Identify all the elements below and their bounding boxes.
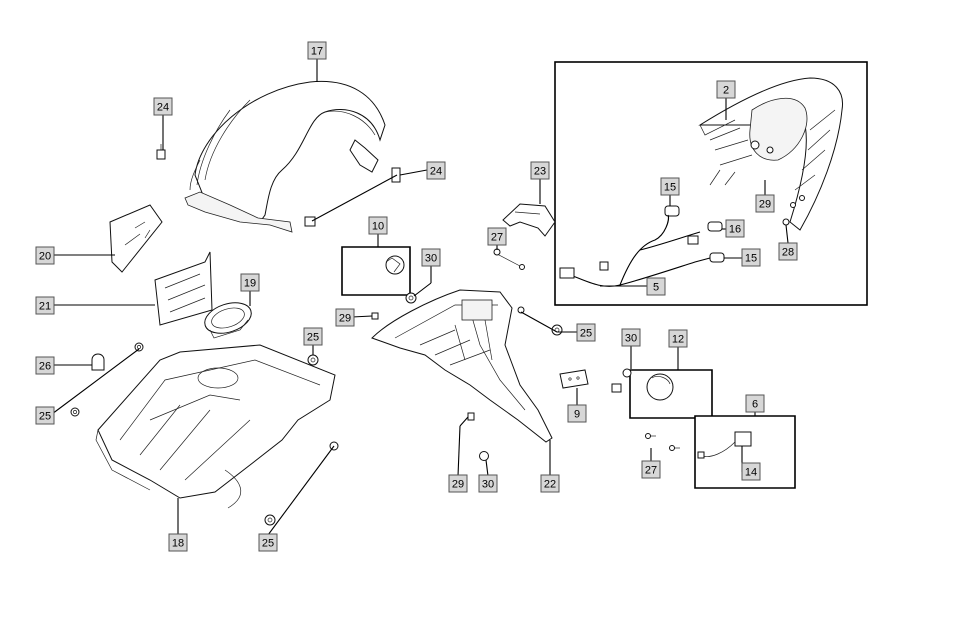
callout-15-lower: 15 — [741, 248, 761, 267]
svg-text:16: 16 — [729, 224, 741, 236]
license-light-part-14 — [697, 431, 752, 459]
svg-text:20: 20 — [39, 251, 51, 263]
svg-text:30: 30 — [425, 253, 437, 265]
clip-part-26 — [91, 353, 105, 371]
callout-5: 5 — [646, 277, 666, 296]
screw-27-top — [493, 248, 525, 270]
svg-text:27: 27 — [491, 232, 503, 244]
svg-text:19: 19 — [244, 278, 256, 290]
reflector-plate-part-9 — [559, 369, 589, 389]
nut-25-bottom — [264, 514, 276, 526]
tail-light-part-2 — [698, 77, 844, 231]
svg-text:2: 2 — [723, 85, 729, 97]
callout-29-detail: 29 — [755, 194, 775, 213]
svg-text:29: 29 — [759, 199, 771, 211]
svg-text:10: 10 — [372, 221, 384, 233]
bulb-16 — [707, 221, 723, 232]
callout-22: 22 — [540, 474, 560, 493]
svg-text:28: 28 — [782, 247, 794, 259]
callout-6: 6 — [745, 394, 765, 413]
callout-16: 16 — [725, 219, 745, 238]
callout-12: 12 — [668, 329, 688, 348]
svg-text:17: 17 — [311, 46, 323, 58]
callout-27-top: 27 — [487, 227, 507, 246]
callout-25-bottom: 25 — [258, 533, 278, 552]
callout-18: 18 — [168, 533, 188, 552]
callout-27-lower: 27 — [641, 460, 661, 479]
svg-text:22: 22 — [544, 479, 556, 491]
callout-30-upper: 30 — [421, 248, 441, 267]
callout-30-right: 30 — [621, 328, 641, 347]
rear-fender-part — [184, 80, 386, 233]
detail-frame-6 — [694, 415, 796, 489]
screw-24-top — [156, 144, 166, 160]
svg-text:25: 25 — [580, 328, 592, 340]
wiring-harness-part-5 — [559, 214, 711, 287]
svg-text:24: 24 — [430, 166, 442, 178]
svg-text:25: 25 — [307, 332, 319, 344]
callout-24-top: 24 — [153, 97, 173, 116]
svg-text:26: 26 — [39, 361, 51, 373]
svg-text:27: 27 — [645, 465, 657, 477]
nut-25-left-b — [70, 407, 80, 417]
callout-25-left: 25 — [35, 406, 55, 425]
callout-24-right: 24 — [426, 161, 446, 180]
callout-9: 9 — [567, 404, 587, 423]
callout-17: 17 — [307, 41, 327, 60]
callout-28: 28 — [778, 242, 798, 261]
screw-27-lower — [645, 433, 680, 451]
nut-25-mid — [307, 354, 319, 366]
svg-text:15: 15 — [745, 253, 757, 265]
nut-30-right — [611, 368, 632, 393]
svg-text:9: 9 — [574, 409, 580, 421]
callout-20: 20 — [35, 246, 55, 265]
svg-text:29: 29 — [452, 479, 464, 491]
part-10-clip — [385, 255, 405, 275]
callout-21: 21 — [35, 296, 55, 315]
svg-text:14: 14 — [745, 467, 757, 479]
gasket-part-19 — [204, 302, 252, 339]
svg-text:25: 25 — [39, 411, 51, 423]
svg-text:5: 5 — [653, 282, 659, 294]
nut-25-left-a — [134, 342, 144, 352]
svg-text:21: 21 — [39, 301, 51, 313]
svg-text:24: 24 — [157, 102, 169, 114]
svg-text:6: 6 — [752, 399, 758, 411]
callout-29-left: 29 — [335, 308, 355, 327]
callout-15-upper: 15 — [660, 177, 680, 196]
callout-25-mid: 25 — [303, 327, 323, 346]
svg-text:12: 12 — [672, 334, 684, 346]
svg-text:30: 30 — [482, 479, 494, 491]
svg-text:30: 30 — [625, 333, 637, 345]
bracket-part-23 — [502, 203, 556, 237]
screw-29-left — [371, 312, 379, 320]
callout-29-lower: 29 — [448, 474, 468, 493]
callout-25-right: 25 — [576, 323, 596, 342]
nut-30-upper — [405, 292, 417, 304]
screws-28 — [782, 195, 805, 226]
callout-23: 23 — [530, 161, 550, 180]
callout-14: 14 — [741, 462, 761, 481]
bulb-15-lower — [709, 252, 725, 263]
svg-text:18: 18 — [172, 538, 184, 550]
svg-text:25: 25 — [262, 538, 274, 550]
screw-29-lower — [467, 412, 475, 421]
bulb-15-upper — [664, 205, 680, 217]
callout-10: 10 — [368, 216, 388, 235]
svg-text:23: 23 — [534, 166, 546, 178]
license-bracket-part-22 — [371, 289, 553, 443]
undertray-part-18 — [95, 344, 336, 509]
svg-text:15: 15 — [664, 182, 676, 194]
nut-30-lower — [479, 451, 489, 461]
callout-26: 26 — [35, 356, 55, 375]
reflector-part-12 — [646, 373, 674, 401]
mudflap-part-21 — [154, 251, 213, 326]
callout-30-lower: 30 — [478, 474, 498, 493]
callout-2: 2 — [716, 80, 736, 99]
svg-text:29: 29 — [339, 313, 351, 325]
callout-19: 19 — [240, 273, 260, 292]
plate-part-20 — [109, 204, 163, 273]
